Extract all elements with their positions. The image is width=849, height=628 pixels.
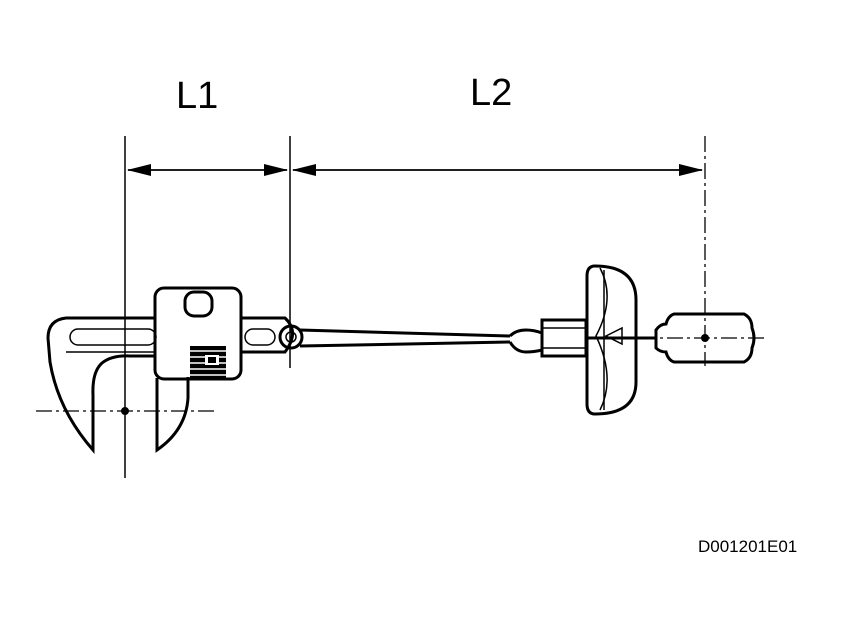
torque-dial-head (585, 264, 656, 416)
dimension-l1 (127, 164, 288, 176)
grip-center-dot (701, 334, 709, 342)
arrowhead-l2-right (679, 164, 703, 176)
shank-end-slot (244, 328, 276, 346)
figure-code: D001201E01 (698, 537, 797, 556)
block-window (183, 290, 214, 318)
shank-slot (69, 328, 157, 346)
adjustable-wrench (36, 286, 294, 454)
adjusting-screw (190, 346, 226, 380)
wrench-shank-end (241, 316, 294, 354)
torque-wrench-grip (640, 312, 768, 364)
arrowhead-l1-right (264, 164, 288, 176)
label-l1: L1 (176, 75, 218, 117)
arrowhead-l2-left (292, 164, 316, 176)
pivot-joint (278, 324, 304, 350)
arrowhead-l1-left (127, 164, 151, 176)
label-l2: L2 (470, 72, 512, 114)
dimension-l2 (292, 164, 703, 176)
movable-jaw (155, 377, 190, 453)
torque-wrench-bar (299, 318, 588, 358)
fixed-jaw (46, 316, 155, 454)
extension-lines (124, 136, 706, 478)
jaw-center-dot (121, 407, 129, 415)
